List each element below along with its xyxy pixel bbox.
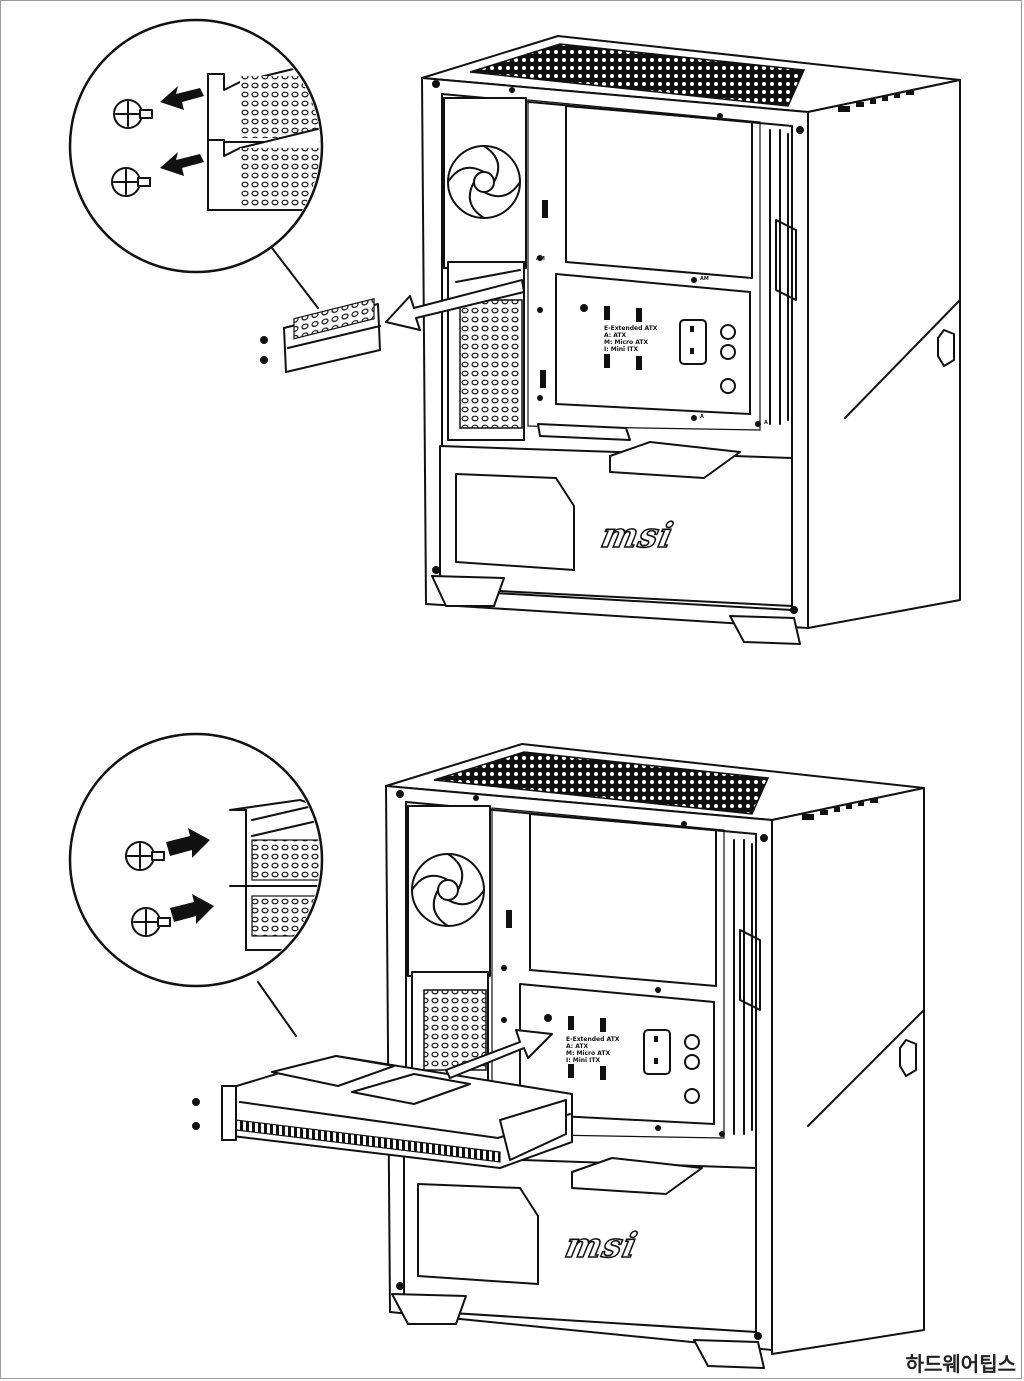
install-arrow-icon	[445, 1029, 553, 1079]
standoff-label: AM	[536, 256, 545, 262]
psu-window	[417, 1183, 539, 1285]
front-panel-seam	[807, 1009, 925, 1127]
zoom-callout-line	[271, 247, 319, 309]
shroud-cutout	[537, 423, 631, 441]
case-foot-left	[431, 575, 505, 607]
standoff-label: A	[764, 420, 768, 426]
psu-window	[455, 473, 575, 571]
removal-arrow-icon	[385, 279, 525, 331]
case-foot-right	[693, 1339, 765, 1369]
ssd-mount	[571, 1157, 703, 1195]
frame-screws	[432, 80, 804, 614]
thumb-screw-icon	[111, 167, 151, 197]
front-panel-seam	[844, 299, 961, 419]
board-size-labels: E-Extended ATX A: ATX M: Micro ATX I: Mi…	[566, 1036, 620, 1064]
standoffs	[501, 965, 725, 1137]
case-foot-right	[729, 615, 801, 645]
case-brand-logo: msi	[597, 515, 678, 557]
removed-slot-covers	[260, 298, 381, 373]
case-front-panel	[771, 787, 925, 1355]
graphics-card	[192, 1055, 573, 1169]
ssd-mount	[609, 441, 741, 479]
zoom-callout-line	[257, 981, 297, 1037]
thumb-screw-icon	[125, 841, 165, 871]
front-logo-badge	[937, 329, 955, 367]
watermark: 하드웨어팁스	[905, 1352, 1016, 1376]
gpu-fan-shroud-left	[271, 1055, 395, 1087]
pc-case	[421, 35, 961, 645]
zoom-detail-fasten-screws	[68, 732, 324, 988]
motherboard-plate	[555, 273, 751, 415]
standoff-label: M	[538, 308, 543, 314]
arrow-out-icon	[160, 86, 204, 110]
board-size-labels: E-Extended ATX A: ATX M: Micro ATX I: Mi…	[604, 325, 658, 353]
step-2-install-graphics-card	[68, 732, 925, 1369]
gpu-fan-shroud-right	[351, 1073, 471, 1105]
standoff-label: AM	[700, 276, 709, 282]
zoom-detail-remove-screws	[68, 18, 324, 274]
motherboard-tray	[527, 99, 761, 431]
front-io-buttons	[802, 798, 878, 820]
arrow-in-icon	[170, 894, 214, 924]
pc-case	[385, 743, 925, 1369]
motherboard-plate	[519, 983, 715, 1125]
standoffs	[537, 255, 761, 427]
thumb-screw-icon	[113, 99, 153, 129]
frame-screws	[396, 790, 768, 1340]
arrow-out-icon	[160, 152, 204, 176]
top-mesh-vent	[469, 43, 806, 107]
top-mesh-vent	[433, 751, 770, 815]
drive-bay-rails	[769, 129, 797, 425]
step-1-remove-slot-covers	[68, 18, 961, 645]
cable-cutouts	[506, 910, 700, 1104]
cpu-cutout	[529, 813, 717, 987]
thumb-screw-icon	[131, 907, 171, 937]
rear-fan	[443, 97, 527, 269]
front-logo-badge	[899, 1039, 917, 1077]
gpu-io-bracket	[221, 1085, 237, 1141]
case-foot-left	[391, 1293, 467, 1325]
cpu-cutout	[565, 105, 753, 279]
rear-fan	[407, 805, 491, 977]
arrow-in-icon	[166, 828, 210, 858]
gpu-end-cap	[499, 1099, 567, 1161]
case-brand-logo: msi	[561, 1225, 642, 1267]
cable-cutouts	[540, 200, 736, 394]
standoff-label: A	[700, 414, 704, 420]
motherboard-tray	[491, 807, 725, 1139]
drive-bay-rails	[733, 839, 761, 1135]
front-io-buttons	[838, 90, 914, 112]
